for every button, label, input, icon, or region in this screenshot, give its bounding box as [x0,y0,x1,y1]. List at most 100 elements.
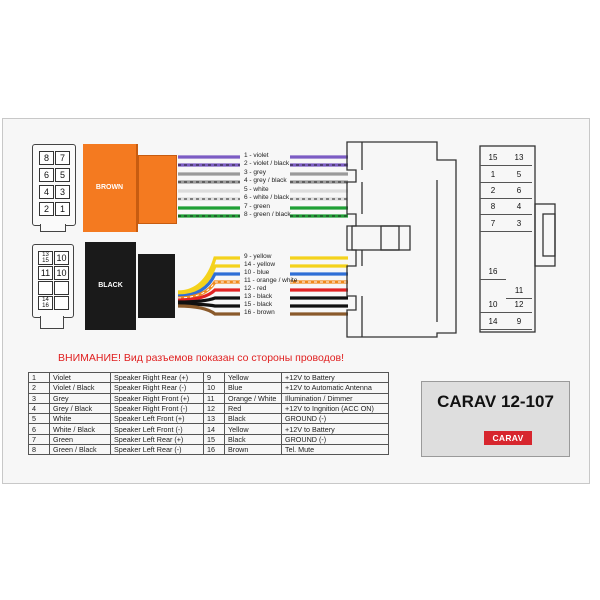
oem-pin-3: 3 [506,216,532,232]
wire-label: 11 - orange / white [244,277,298,284]
brown-pin-4: 4 [39,185,54,199]
legend-cell: 12 [203,402,225,415]
black-pin [38,281,53,295]
warning-text: ВНИМАНИЕ! Вид разъемов показан со сторон… [58,352,345,364]
legend-cell: +12V to Ingnition (ACC ON) [281,402,389,415]
oem-pin-12: 12 [506,297,532,313]
wire-label: 6 - white / black [244,194,290,201]
legend-cell: Speaker Right Front (+) [110,392,204,404]
model-box: CARAV 12-107 CARAV [421,381,570,457]
brown-pin-2: 2 [39,202,54,216]
wire-label: 3 - grey [244,169,267,176]
legend-cell: 7 [28,433,50,446]
legend-cell: 4 [28,402,50,415]
oem-pin-16: 16 [480,264,506,280]
legend-cell: Orange / White [224,392,282,404]
wire-label: 16 - brown [244,309,275,316]
wire-10 [177,264,240,296]
oem-pin-7: 7 [480,216,506,232]
legend-cell: +12V to Battery [281,371,389,384]
wire-label: 10 - blue [244,269,270,276]
wire-label: 4 - grey / black [244,177,287,184]
legend-cell: 3 [28,392,50,404]
wire-9 [177,256,240,294]
black-connector-label: BLACK [98,282,123,289]
legend-cell: Speaker Right Rear (-) [110,382,204,394]
oem-pin-8: 8 [480,199,506,215]
legend-cell: Speaker Left Front (-) [110,423,204,435]
legend-cell: 11 [203,392,225,404]
oem-pin-9: 9 [506,314,532,330]
wire-16 [177,304,240,316]
wire-label: 13 - black [244,293,273,300]
legend-cell: 1 [28,371,50,384]
legend-cell: +12V to Battery [281,423,389,435]
wire-label: 15 - black [244,301,273,308]
brown-connector-latch [138,155,177,224]
legend-cell: White / Black [49,423,111,435]
brown-pin-7: 7 [55,151,70,165]
black-connector-tab [40,316,64,329]
legend-cell: 16 [203,444,225,456]
legend-cell: 8 [28,444,50,456]
legend-cell: Blue [224,382,282,394]
wire-label: 12 - red [244,285,267,292]
legend-cell: Tel. Mute [281,444,389,456]
legend-cell: 13 [203,413,225,425]
legend-cell: 2 [28,382,50,394]
oem-pin-13: 13 [506,150,532,166]
legend-cell: Yellow [224,423,282,435]
brown-pin-1: 1 [55,202,70,216]
black-pin: 11 [38,266,53,280]
wire-label: 9 - yellow [244,253,272,260]
legend-cell: Speaker Left Front (+) [110,413,204,425]
brown-connector: BROWN [83,144,138,232]
oem-pin-6: 6 [506,183,532,199]
legend-cell: GROUND (-) [281,413,389,425]
legend-cell: Illumination / Dimmer [281,392,389,404]
legend-cell: Green [49,433,111,446]
oem-pin-2: 2 [480,183,506,199]
legend-cell: 14 [203,423,225,435]
wire-11 [177,272,240,298]
wire-label: 5 - white [244,186,269,193]
legend-cell: Red [224,402,282,415]
legend-cell: Speaker Right Front (-) [110,402,204,415]
legend-cell: Grey / Black [49,402,111,415]
wire-12 [177,281,240,299]
wire-label: 2 - violet / black [244,160,290,167]
wire-13 [177,288,240,302]
legend-cell: 15 [203,433,225,446]
wire-14 [177,296,240,304]
brown-pin-8: 8 [39,151,54,165]
brown-pin-3: 3 [55,185,70,199]
legend-cell: Yellow [224,371,282,384]
black-connector: BLACK [85,242,136,330]
legend-cell: White [49,413,111,425]
oem-pin-14: 14 [480,314,506,330]
black-pin: 13 15 [38,251,53,265]
legend-cell: 9 [203,371,225,384]
brown-pin-5: 5 [55,168,70,182]
black-connector-latch [138,254,175,318]
black-pin: 10 [54,251,69,265]
legend-cell: Violet / Black [49,382,111,394]
legend-cell: Brown [224,444,282,456]
brown-connector-label: BROWN [95,184,124,191]
carav-logo: CARAV [484,431,532,445]
wire-label: 7 - green [244,203,271,210]
oem-pin-4: 4 [506,199,532,215]
legend-cell: +12V to Automatic Antenna [281,382,389,394]
wire-label: 14 - yellow [244,261,276,268]
brown-pin-6: 6 [39,168,54,182]
legend-cell: Speaker Left Rear (+) [110,433,204,446]
legend-cell: 5 [28,413,50,425]
